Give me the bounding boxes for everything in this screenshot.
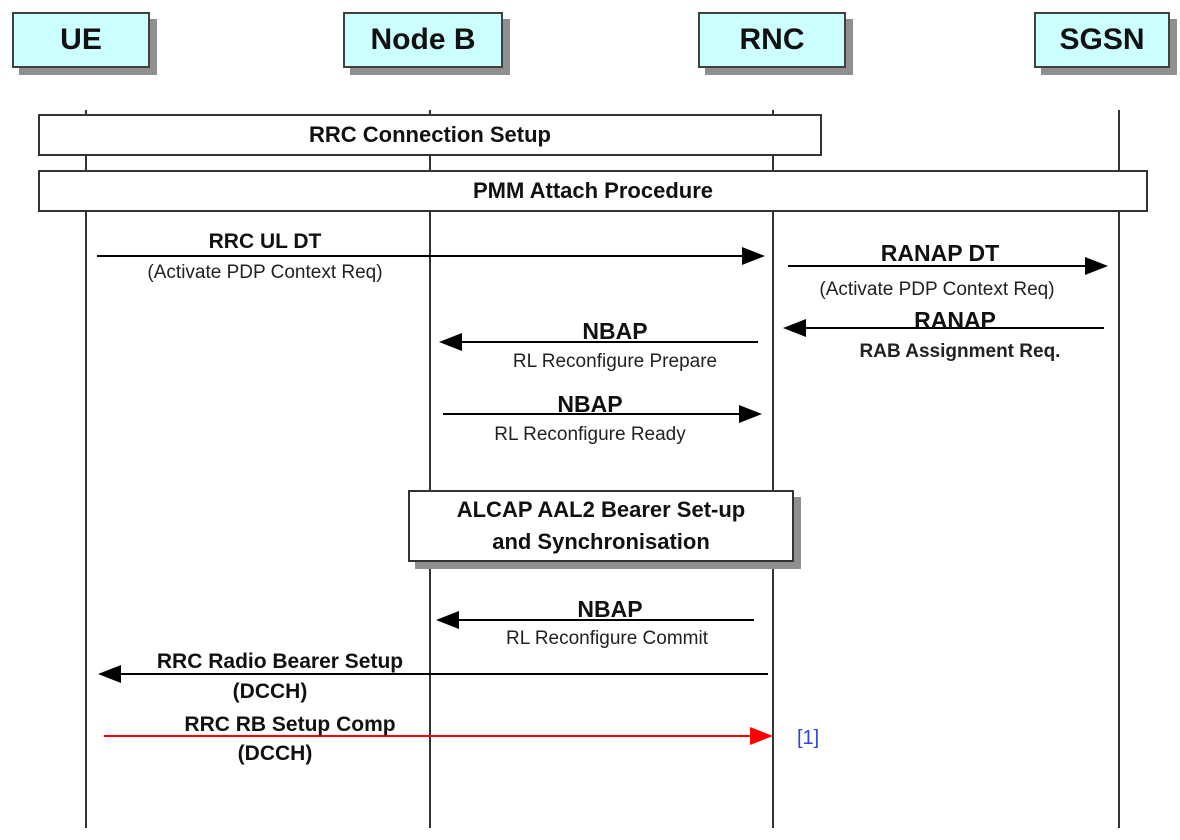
entity-ue: UE — [12, 12, 150, 68]
label-rrc-rb-setup-title: RRC Radio Bearer Setup — [156, 650, 404, 673]
label-nbap-prepare-sub: RL Reconfigure Prepare — [512, 351, 718, 372]
label-nbap-commit-sub: RL Reconfigure Commit — [505, 628, 709, 649]
procedure-pmm-attach: PMM Attach Procedure — [38, 170, 1148, 212]
arrowhead-nbap-prepare — [439, 333, 462, 351]
procedure-rrc-connection-setup: RRC Connection Setup — [38, 114, 822, 156]
alcap-line-2: and Synchronisation — [492, 529, 710, 554]
label-ranap-rab-title: RANAP — [914, 307, 996, 333]
label-rrc-rb-setup-comp-title: RRC RB Setup Comp — [184, 713, 396, 736]
reference-note: [1] — [797, 727, 820, 749]
label-nbap-ready-sub: RL Reconfigure Ready — [494, 424, 686, 445]
arrowhead-ranap-rab — [783, 319, 806, 337]
procedure-alcap-bearer-setup: ALCAP AAL2 Bearer Set-up and Synchronisa… — [408, 490, 794, 562]
label-rrc-ul-dt-title: RRC UL DT — [208, 230, 322, 253]
alcap-line-1: ALCAP AAL2 Bearer Set-up — [456, 497, 746, 522]
arrowhead-rrc-rb-setup-comp — [750, 727, 773, 745]
arrowhead-nbap-ready — [739, 405, 762, 423]
lifeline-ue — [85, 110, 87, 828]
label-nbap-prepare-title: NBAP — [582, 318, 648, 344]
arrowhead-rrc-rb-setup — [98, 665, 121, 683]
lifeline-node-b — [429, 110, 431, 828]
label-rrc-rb-setup-comp-sub: (DCCH) — [237, 742, 313, 765]
lifeline-sgsn — [1118, 110, 1120, 828]
lifeline-rnc — [772, 110, 774, 828]
label-ranap-dt-title: RANAP DT — [880, 240, 1000, 266]
entity-rnc: RNC — [698, 12, 846, 68]
arrowhead-rrc-ul-dt — [742, 247, 765, 265]
entity-sgsn: SGSN — [1034, 12, 1170, 68]
label-ranap-dt-sub: (Activate PDP Context Req) — [819, 279, 1055, 300]
label-ranap-rab-sub: RAB Assignment Req. — [859, 341, 1061, 362]
label-nbap-commit-title: NBAP — [577, 596, 643, 622]
label-nbap-ready-title: NBAP — [557, 391, 623, 417]
label-rrc-ul-dt-sub: (Activate PDP Context Req) — [147, 262, 383, 283]
label-rrc-rb-setup-sub: (DCCH) — [232, 680, 308, 703]
arrowhead-nbap-commit — [436, 611, 459, 629]
entity-node-b: Node B — [343, 12, 503, 68]
arrowhead-ranap-dt — [1085, 257, 1108, 275]
